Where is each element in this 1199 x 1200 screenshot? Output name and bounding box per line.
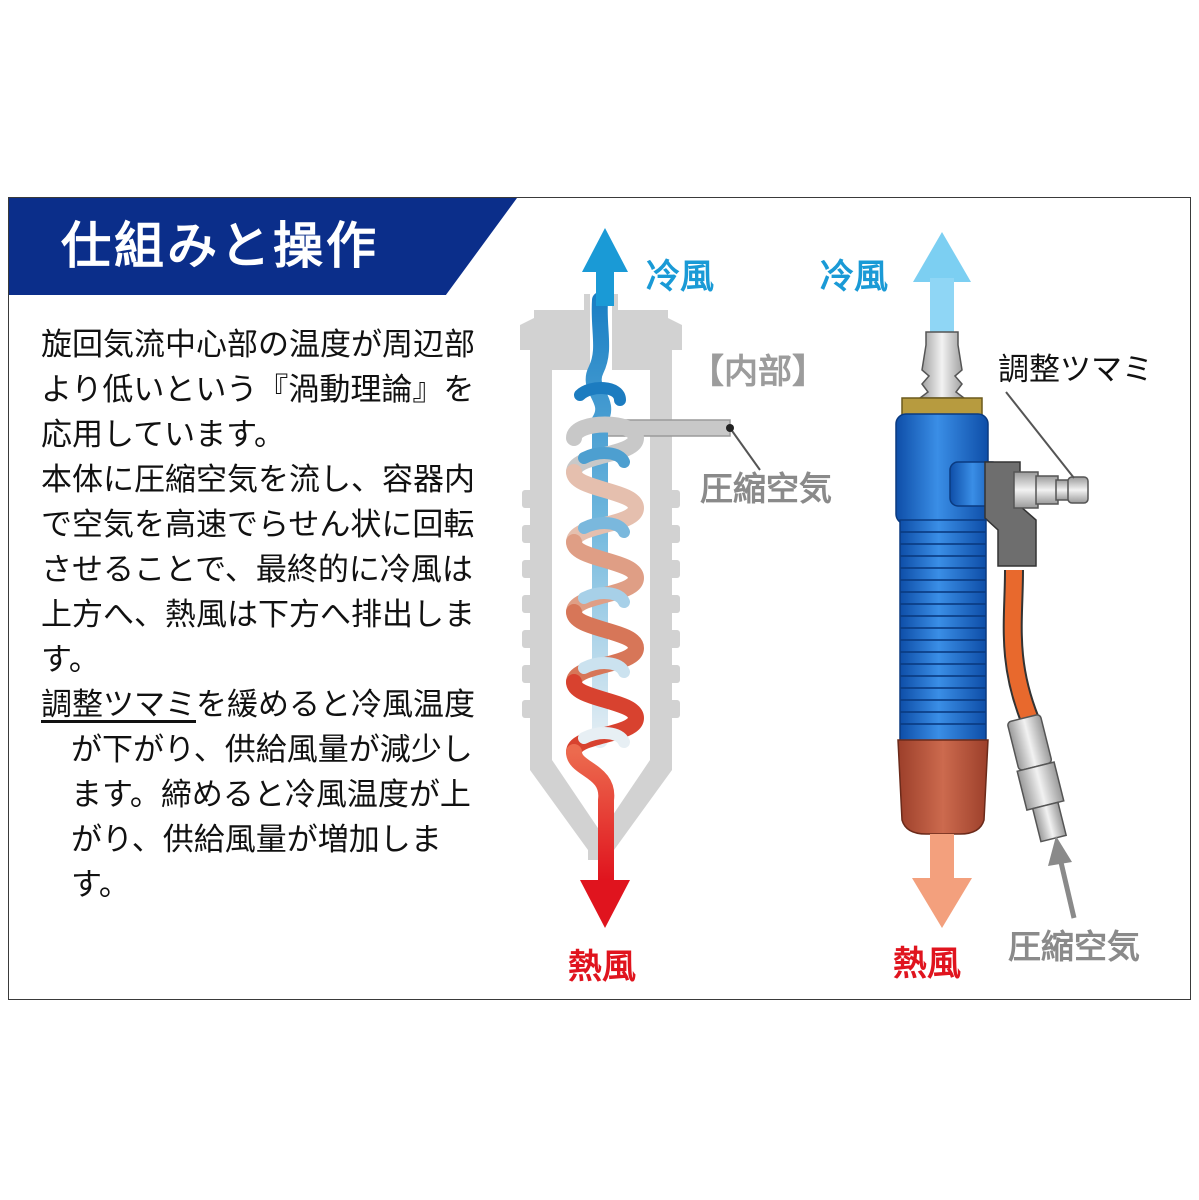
cold-arrow-external — [913, 232, 971, 282]
cold-arrow-internal-shaft — [596, 266, 614, 306]
hose-coupler — [1007, 714, 1068, 843]
hot-flow — [566, 744, 615, 888]
external-compressed-air-label: 圧縮空気 — [1008, 927, 1140, 966]
fins-right — [666, 490, 680, 718]
housing-cutaway — [520, 294, 606, 860]
orange-hose-fill — [1004, 569, 1038, 723]
description: 旋回気流中心部の温度が周辺部より低いという『渦動理論』を応用しています。 本体に… — [41, 323, 481, 908]
knob-term: 調整ツマミ — [41, 687, 196, 723]
title-band — [9, 198, 517, 295]
internal-hot-label: 熱風 — [568, 947, 636, 987]
external-diagram: 冷風 調整ツマミ 熱風 圧縮空気 — [820, 232, 1153, 984]
description-para-1: 旋回気流中心部の温度が周辺部より低いという『渦動理論』を応用しています。 — [41, 327, 475, 453]
knob-pointer — [1005, 391, 1075, 479]
compressed-air-pointer — [729, 427, 761, 471]
hot-arrow-external — [912, 878, 972, 928]
compressed-air-arrow-head — [1048, 836, 1072, 866]
adjusting-knob — [1013, 471, 1089, 509]
knob-label: 調整ツマミ — [998, 352, 1153, 388]
internal-diagram: 【内部】 冷風 圧縮空気 熱風 — [520, 228, 832, 987]
internal-label: 【内部】 — [690, 352, 826, 392]
description-para-3: 調整ツマミを緩めると冷風温度が下がり、供給風量が減少します。締めると冷風温度が上… — [41, 683, 481, 908]
external-hot-label: 熱風 — [893, 944, 961, 984]
pointer-dot — [726, 424, 734, 432]
inner-coil — [574, 382, 630, 748]
cold-arrow-internal — [582, 228, 628, 272]
cold-core-flow — [585, 292, 612, 748]
fins-left — [522, 490, 536, 718]
hot-arrow-internal — [580, 880, 630, 928]
hot-arrow-external-shaft — [930, 834, 954, 880]
compressed-air-arrow-shaft — [1057, 857, 1077, 919]
description-para-3-rest: を緩めると冷風温度が下がり、供給風量が減少します。締めると冷風温度が上がり、供給… — [71, 687, 475, 903]
page-title: 仕組みと操作 — [61, 217, 379, 275]
external-cold-label: 冷風 — [820, 257, 888, 297]
description-para-2: 本体に圧縮空気を流し、容器内で空気を高速でらせん状に回転させることで、最終的に冷… — [41, 462, 475, 678]
cold-arrow-external-shaft — [930, 278, 954, 332]
hot-nozzle — [897, 739, 989, 835]
internal-compressed-air-label: 圧縮空気 — [700, 469, 832, 508]
corrugated-body — [899, 519, 987, 743]
top-fitting — [917, 331, 967, 399]
internal-cold-label: 冷風 — [646, 257, 714, 297]
